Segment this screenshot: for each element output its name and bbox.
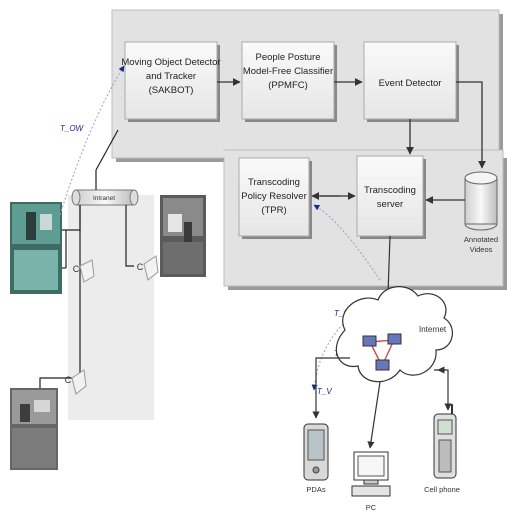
tpr-line-2: Policy Resolver (241, 191, 306, 202)
annotated-videos-line-1: Annotated (464, 235, 498, 244)
intranet-pipe: Intranet (71, 189, 139, 206)
camera-marker-3: C (65, 375, 72, 385)
svg-text:(SAKBOT): (SAKBOT) (149, 85, 194, 96)
svg-text:Policy Resolver: Policy Resolver (241, 191, 306, 202)
camera-feed-1 (10, 202, 62, 294)
transcoding-server-line-2: server (377, 199, 403, 210)
ppmfc-line-2: Model-Free Classifier (243, 66, 333, 77)
camera-marker-2: C (137, 262, 144, 272)
svg-text:(PPMFC): (PPMFC) (268, 80, 308, 91)
svg-text:Transcoding: Transcoding (248, 177, 300, 188)
camera-marker-1: C (73, 264, 80, 274)
tpr-line-3: (TPR) (261, 205, 286, 216)
pda-icon (303, 423, 329, 481)
sakbot-line-3: (SAKBOT) (149, 85, 194, 96)
svg-text:Moving Object Detector: Moving Object Detector (121, 57, 220, 68)
sakbot-line-2: and Tracker (146, 71, 196, 82)
time-label-t-v: T_V (317, 387, 332, 396)
svg-text:PC: PC (366, 503, 377, 512)
svg-text:C: C (137, 262, 144, 272)
svg-text:T_IN: T_IN (334, 309, 352, 318)
server-internet-link (387, 235, 391, 295)
event-detector-box: Event Detector (363, 41, 459, 122)
svg-text:(TPR): (TPR) (261, 205, 286, 216)
transcoding-server-box: Transcoding server (356, 155, 426, 239)
svg-text:People Posture: People Posture (256, 52, 321, 63)
pdas-label: PDAs (306, 485, 325, 494)
flow-arrows (217, 78, 486, 204)
svg-text:T_V: T_V (317, 387, 332, 396)
pc-label: PC (366, 503, 377, 512)
ppmfc-box: People Posture Model-Free Classifier (PP… (241, 41, 337, 122)
svg-text:C: C (73, 264, 80, 274)
svg-text:Event Detector: Event Detector (379, 78, 442, 89)
svg-text:Internet: Internet (419, 325, 447, 334)
camera-feed-3 (10, 388, 58, 470)
transcoding-server-line-1: Transcoding (364, 185, 416, 196)
cell-phone-icon (433, 404, 457, 479)
svg-text:Model-Free Classifier: Model-Free Classifier (243, 66, 333, 77)
svg-text:Annotated: Annotated (464, 235, 498, 244)
time-label-t-ow: T_OW (60, 124, 85, 133)
svg-text:Intranet: Intranet (93, 195, 115, 202)
svg-text:Videos: Videos (470, 245, 493, 254)
time-label-t-in: T_IN (334, 309, 352, 318)
ppmfc-line-3: (PPMFC) (268, 80, 308, 91)
camera-feed-2 (160, 195, 206, 277)
svg-text:Cell phone: Cell phone (424, 485, 460, 494)
internet-label: Internet (419, 325, 447, 334)
svg-text:T_OW: T_OW (60, 124, 85, 133)
annotated-videos-line-2: Videos (470, 245, 493, 254)
cell-phone-label: Cell phone (424, 485, 460, 494)
svg-text:Transcoding: Transcoding (364, 185, 416, 196)
pc-icon (351, 451, 391, 497)
event-detector-label: Event Detector (379, 78, 442, 89)
tpr-line-1: Transcoding (248, 177, 300, 188)
svg-text:server: server (377, 199, 403, 210)
svg-text:C: C (65, 375, 72, 385)
router-icon (362, 333, 402, 371)
tpr-box: Transcoding Policy Resolver (TPR) (238, 157, 312, 239)
sakbot-box: Moving Object Detector and Tracker (SAKB… (121, 41, 221, 122)
svg-text:PDAs: PDAs (306, 485, 325, 494)
client-links (312, 357, 452, 449)
camera-markers: C C C (65, 255, 159, 395)
intranet-label: Intranet (93, 195, 115, 202)
annotated-videos-database-icon: Annotated Videos (464, 171, 498, 254)
ppmfc-line-1: People Posture (256, 52, 321, 63)
svg-text:and Tracker: and Tracker (146, 71, 196, 82)
sakbot-line-1: Moving Object Detector (121, 57, 220, 68)
internet-cloud-icon: Internet (335, 286, 453, 383)
